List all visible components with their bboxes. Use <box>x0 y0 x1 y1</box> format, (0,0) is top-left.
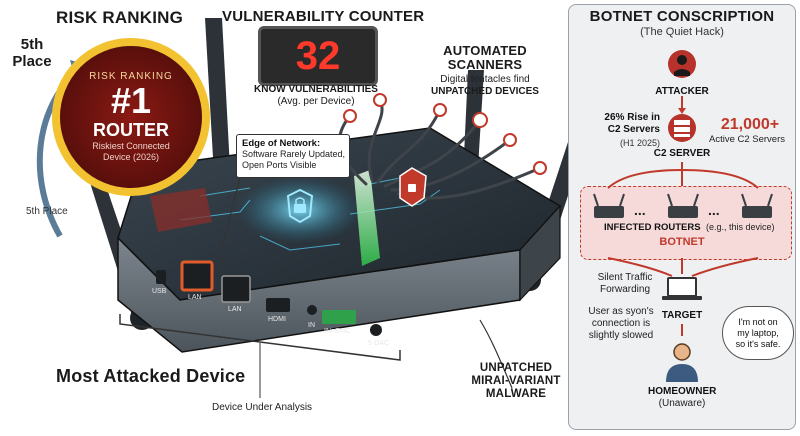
scanners-line2: UNPATCHED DEVICES <box>431 86 539 97</box>
most-attacked-label: Most Attacked Device <box>56 366 246 386</box>
router-dots-2: ... <box>708 202 720 218</box>
scanners-line1: Digital tentacles find <box>440 74 530 85</box>
target-label: TARGET <box>661 310 703 321</box>
malware-label: UNPATCHED MIRAI-VARIANT MALWARE <box>471 362 561 400</box>
lan1-label: LAN <box>188 294 202 301</box>
malware-pointer <box>479 319 513 389</box>
terminal-block <box>322 310 356 324</box>
hdmi-port <box>266 298 290 312</box>
router-side <box>519 204 561 302</box>
vulnerability-counter-title: VULNERABILITY COUNTER <box>222 8 425 25</box>
badge-subtitle: Riskiest Connected Device (2026) <box>92 141 170 162</box>
botnet-diagram <box>593 50 773 382</box>
homeowner-note: (Unaware) <box>658 398 706 409</box>
lock-shield-icon <box>286 188 314 224</box>
infected-routers-note: (e.g., this device) <box>706 222 775 232</box>
vulnerability-count: 32 <box>295 33 341 78</box>
alert-shield-icon <box>399 167 427 207</box>
person-icon <box>666 343 698 382</box>
device-under-analysis-label: Device Under Analysis <box>212 402 313 413</box>
router-dots-1: ... <box>634 202 646 218</box>
rise-text: 26% Rise in C2 Servers <box>604 112 660 135</box>
hdmi-label: HDMI <box>268 316 286 323</box>
attacker-label: ATTACKER <box>655 86 709 97</box>
c2-count-label: Active C2 Servers <box>708 134 786 145</box>
red-panel <box>150 188 212 232</box>
botnet-subtitle: (The Quiet Hack) <box>640 26 724 38</box>
fifth-place-top-label: 5th Place <box>12 36 52 70</box>
vulnerability-label: KNOW VULNERABILITIES <box>254 84 378 95</box>
badge-label: RISK RANKING <box>89 71 173 82</box>
in-port <box>307 305 317 315</box>
fifth-place-bottom-label: 5th Place <box>26 206 68 217</box>
risk-ranking-title: RISK RANKING <box>56 8 184 27</box>
signal-beam <box>354 170 380 266</box>
botnet-label: BOTNET <box>659 236 705 248</box>
speech-text: I'm not on my laptop, so it's safe. <box>735 316 781 349</box>
usb-port <box>156 270 166 284</box>
risk-badge: RISK RANKING #1 ROUTER Riskiest Connecte… <box>52 38 210 196</box>
vulnerability-counter-display: 32 <box>258 26 378 86</box>
scanners-title: AUTOMATED SCANNERS <box>443 43 527 72</box>
c2-server-label: C2 SERVER <box>653 148 711 159</box>
edge-callout: Edge of Network: Software Rarely Updated… <box>236 134 350 178</box>
edge-callout-title: Edge of Network: <box>242 138 321 149</box>
lan-port-2 <box>221 275 251 303</box>
botnet-title: BOTNET CONSCRIPTION <box>589 8 775 25</box>
lan-port-1 <box>180 260 214 292</box>
usb-label: USB <box>152 288 167 295</box>
c2-count: 21,000+ <box>720 116 780 133</box>
scanner-targets <box>343 93 547 175</box>
speech-bubble: I'm not on my laptop, so it's safe. <box>722 306 794 360</box>
vulnerability-sublabel: (Avg. per Device) <box>277 96 355 107</box>
rise-period: (H1 2025) <box>619 138 660 148</box>
laptop-icon <box>662 277 702 300</box>
callout-connector <box>217 177 241 263</box>
edge-callout-text: Software Rarely Updated, Open Ports Visi… <box>242 149 346 170</box>
dc-label: 5-DAC <box>368 340 390 347</box>
badge-rank: #1 <box>110 80 152 121</box>
badge-device: ROUTER <box>93 120 169 140</box>
botnet-group <box>580 186 792 260</box>
server-icon <box>668 114 696 142</box>
dc-port <box>370 324 382 336</box>
infected-routers-label: INFECTED ROUTERS <box>604 222 701 233</box>
slowed-label: User as syon's connection is slightly sl… <box>588 306 654 341</box>
lan2-label: LAN <box>228 306 242 313</box>
terminal-label: IN=E=IC <box>324 328 351 335</box>
in-label: IN <box>308 322 315 329</box>
hacker-icon <box>668 50 696 78</box>
router-icon <box>593 193 773 218</box>
homeowner-label: HOMEOWNER <box>648 386 717 397</box>
device-bracket <box>119 314 401 361</box>
silent-forwarding-label: Silent Traffic Forwarding <box>597 272 653 295</box>
